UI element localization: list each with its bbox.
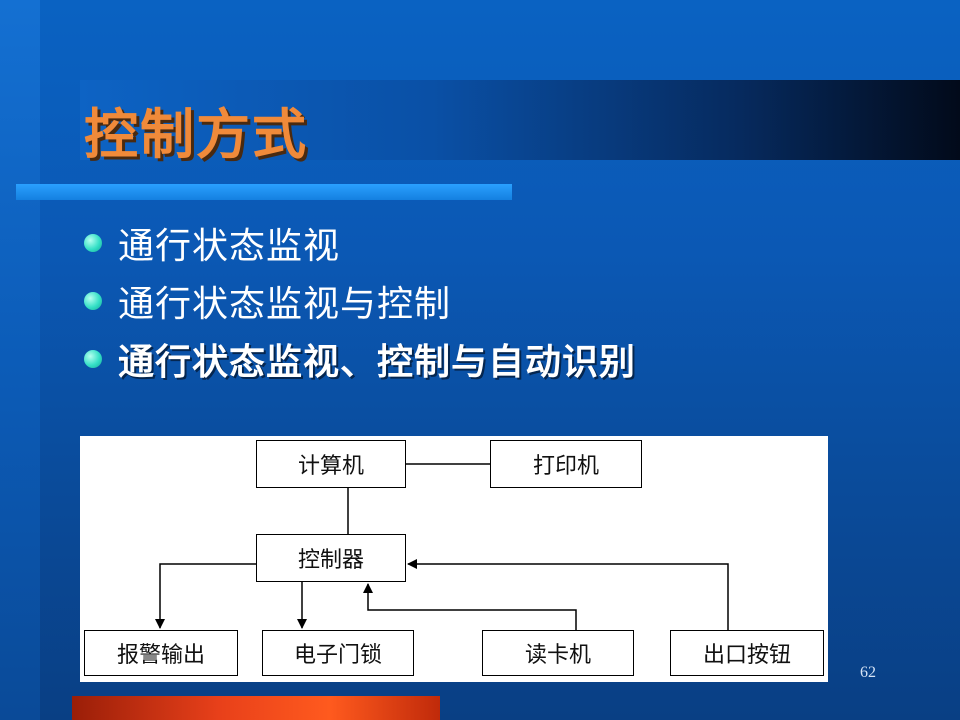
- bullet-item-1: 通行状态监视: [84, 214, 636, 272]
- access-control-diagram: 计算机 打印机 控制器 报警输出 电子门锁 读卡机 出口按钮: [80, 436, 828, 682]
- printer-box: 打印机: [490, 440, 642, 488]
- bullet-item-2: 通行状态监视与控制: [84, 272, 636, 330]
- bullet-text: 通行状态监视与控制: [118, 284, 452, 325]
- bullet-item-3: 通行状态监视、控制与自动识别: [84, 330, 636, 388]
- bullet-text: 通行状态监视: [118, 226, 341, 267]
- card-reader-box: 读卡机: [482, 630, 634, 676]
- bullet-dot-icon: [84, 234, 102, 252]
- bullet-text: 通行状态监视、控制与自动识别: [118, 342, 637, 383]
- alarm-output-box: 报警输出: [84, 630, 238, 676]
- bullet-list: 通行状态监视 通行状态监视与控制 通行状态监视、控制与自动识别: [84, 214, 636, 388]
- slide-title: 控制方式: [84, 103, 308, 166]
- left-decor-band: [0, 0, 40, 720]
- diagram-connectors: [155, 463, 729, 630]
- title-underline: [16, 184, 512, 200]
- arrow-reader-controller: [363, 583, 577, 630]
- arrow-exit-controller: [407, 559, 729, 630]
- title-bar: [80, 80, 960, 160]
- bullet-dot-icon: [84, 292, 102, 310]
- computer-box: 计算机: [256, 440, 406, 488]
- arrow-controller-alarm: [155, 563, 256, 629]
- controller-box: 控制器: [256, 534, 406, 582]
- bullet-dot-icon: [84, 350, 102, 368]
- bottom-accent-bar: [72, 696, 440, 720]
- exit-button-box: 出口按钮: [670, 630, 824, 676]
- page-number: 62: [860, 664, 876, 681]
- electronic-lock-box: 电子门锁: [262, 630, 414, 676]
